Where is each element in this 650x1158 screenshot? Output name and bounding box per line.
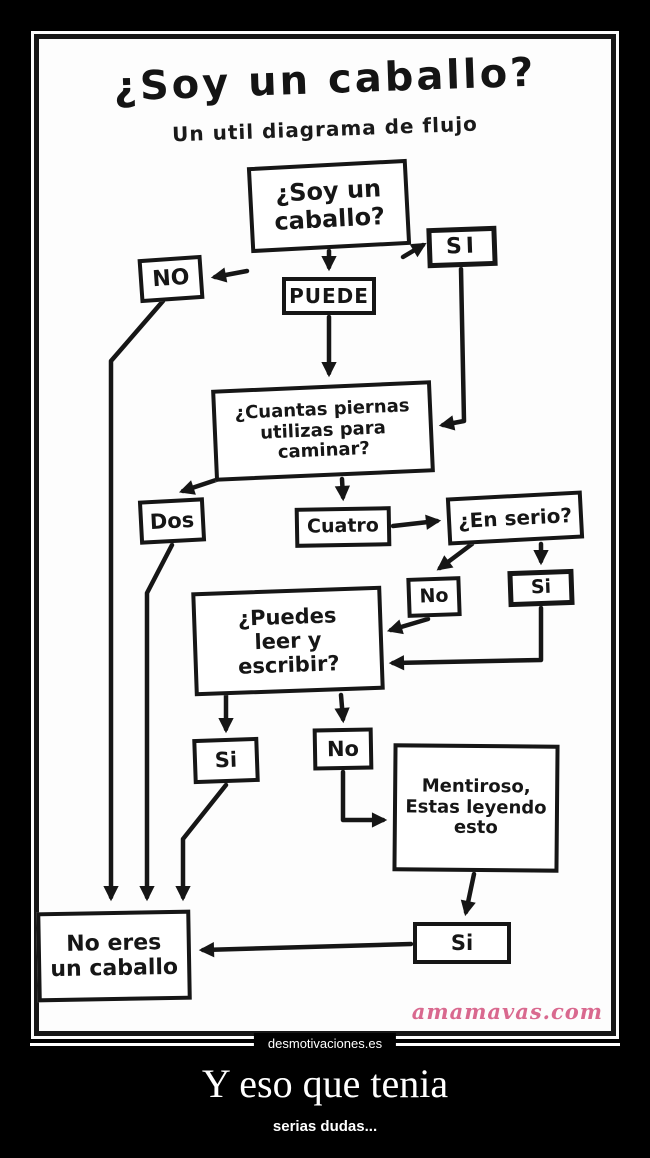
arrow-leer-no-to-mentiroso — [340, 769, 388, 828]
flow-node-si-final-label: Si — [450, 930, 474, 955]
flow-node-piernas: ¿Cuantas piernas utilizas para caminar? — [211, 380, 435, 482]
arrow-si-final-to-end — [198, 941, 414, 958]
arrow-start-to-si — [400, 242, 427, 260]
flow-node-puede: PUEDE — [282, 277, 376, 315]
flow-node-leer-no: No — [312, 727, 374, 771]
arrow-start-to-no — [210, 267, 250, 283]
arrow-enserio-no-to-leer — [386, 616, 431, 635]
flow-node-leer: ¿Puedes leer y escribir? — [191, 585, 385, 697]
flow-node-si-label: SI — [445, 233, 479, 260]
flowchart-image: ¿Soy un caballo? Un util diagrama de flu… — [31, 31, 619, 1039]
flow-node-mentiroso-line1: Mentiroso, — [421, 775, 531, 798]
flow-node-si: SI — [426, 225, 498, 269]
arrow-dos-to-end — [139, 542, 175, 902]
flow-node-cuatro-label: Cuatro — [306, 514, 380, 538]
flow-node-mentiroso-line3: esto — [453, 817, 498, 839]
flow-node-enserio-no-label: No — [419, 584, 449, 608]
flow-node-end-line2: un caballo — [50, 954, 179, 983]
flow-node-enserio: ¿En serio? — [445, 490, 585, 546]
flow-node-mentiroso-line2: Estas leyendo — [405, 796, 547, 819]
caption-title: Y eso que tenia — [201, 1061, 449, 1106]
arrow-mentiroso-to-si-final — [460, 871, 477, 917]
arrow-leer-to-no — [334, 692, 350, 724]
flow-node-enserio-no: No — [406, 576, 462, 618]
flow-node-leer-line3: escribir? — [237, 651, 340, 679]
watermark: amamavas.com — [411, 999, 603, 1024]
flow-node-puede-label: PUEDE — [289, 283, 369, 308]
site-label: desmotivaciones.es — [253, 1033, 397, 1054]
flowchart-arrows — [103, 242, 549, 958]
arrow-no-to-end — [103, 298, 166, 902]
arrow-enserio-si-to-leer — [388, 605, 544, 671]
arrow-piernas-to-cuatro — [334, 476, 351, 502]
flow-node-enserio-si: Si — [507, 568, 575, 608]
arrow-si-to-piernas — [438, 266, 467, 431]
caption-subtitle: serias dudas... — [272, 1118, 378, 1135]
arrow-enserio-to-no — [436, 541, 475, 571]
flow-node-si-final: Si — [413, 922, 511, 964]
flow-node-cuatro: Cuatro — [294, 506, 392, 548]
flow-node-leer-line2: leer y — [254, 627, 322, 655]
flow-node-leer-no-label: No — [326, 736, 360, 762]
flow-node-dos: Dos — [137, 497, 207, 545]
arrow-leer-si-to-end — [175, 782, 229, 902]
flow-node-leer-si-label: Si — [214, 748, 238, 773]
flow-node-no-label: NO — [151, 265, 191, 293]
flow-node-start-line2: caballo? — [273, 202, 386, 236]
flow-node-enserio-si-label: Si — [530, 575, 552, 599]
flow-node-piernas-line3: caminar? — [277, 438, 371, 464]
flow-node-no: NO — [137, 254, 205, 304]
arrow-cuatro-to-enserio — [390, 514, 442, 530]
flow-node-dos-label: Dos — [149, 507, 195, 535]
flow-node-start: ¿Soy un caballo? — [246, 158, 412, 254]
flow-node-enserio-label: ¿En serio? — [457, 502, 573, 533]
flow-node-mentiroso: Mentiroso, Estas leyendo esto — [392, 743, 560, 873]
flow-node-leer-line1: ¿Puedes — [237, 603, 337, 631]
flow-node-end: No eres un caballo — [36, 909, 192, 1003]
flow-node-end-line1: No eres — [66, 929, 162, 957]
flow-node-leer-si: Si — [192, 736, 260, 785]
